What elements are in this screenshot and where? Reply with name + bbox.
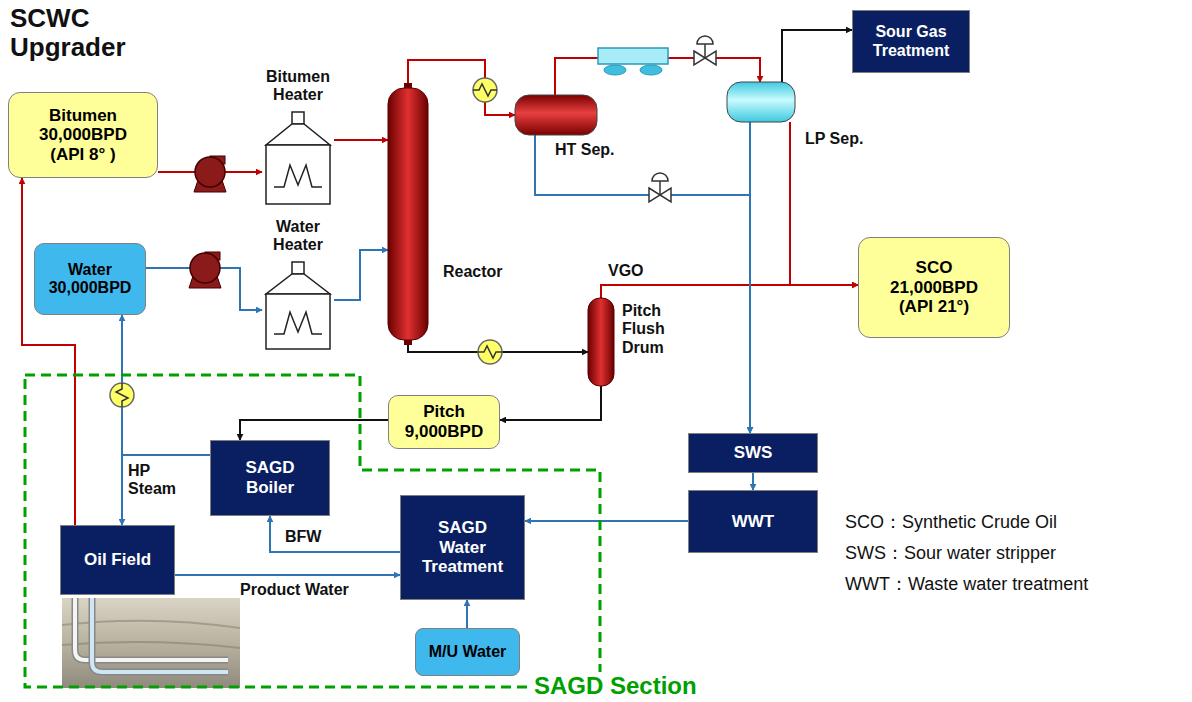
process-box: SAGD Water Treatment [400, 495, 525, 600]
flow-line [334, 139, 388, 141]
flow-line [270, 516, 400, 552]
heat-exchanger-symbol [478, 340, 502, 364]
equipment-label: HT Sep. [555, 141, 635, 159]
flow-line [500, 386, 601, 420]
process-box: WWT [688, 490, 818, 553]
box-label: SCO 21,000BPD (API 21°) [879, 258, 989, 317]
flow-label: VGO [608, 262, 668, 280]
flow-line [752, 473, 754, 490]
heat-exchanger-symbol [110, 383, 134, 407]
flow-line [122, 315, 210, 455]
reactor-column-outline [388, 88, 428, 340]
feed-box: Water 30,000BPD [34, 243, 146, 315]
flow-line [22, 178, 75, 525]
separator-drum: HT Sep. [515, 95, 597, 135]
box-label: SAGD Boiler [227, 458, 313, 497]
flow-label: Product Water [240, 581, 380, 599]
pump-symbol [194, 156, 226, 192]
process-box: SAGD Boiler [210, 440, 330, 516]
flow-line [601, 285, 858, 298]
reactor-column: Reactor [388, 88, 428, 340]
box-label: M/U Water [429, 643, 507, 661]
separator-drum-outline [515, 95, 597, 135]
separator-drum-outline [727, 82, 795, 122]
product-box: SCO 21,000BPD (API 21°) [858, 237, 1010, 338]
flow-line [535, 135, 750, 433]
fired-heater-outline [262, 112, 334, 205]
abbreviation-note: SCO：Synthetic Crude Oil [845, 510, 1057, 534]
box-label: Pitch 9,000BPD [397, 402, 491, 441]
flush-drum-outline [588, 298, 614, 386]
flow-line [525, 520, 688, 522]
equipment-label: Bitumen Heater [253, 68, 343, 105]
heat-exchanger-symbol [473, 78, 497, 102]
abbreviation-note: SWS：Sour water stripper [845, 541, 1056, 565]
separator-drum: LP Sep. [727, 82, 795, 122]
process-box: SWS [688, 433, 818, 473]
process-box: Oil Field [60, 525, 175, 595]
box-label: Water 30,000BPD [42, 261, 138, 298]
box-label: Bitumen 30,000BPD (API 8° ) [29, 106, 137, 165]
fired-heater-outline [262, 262, 334, 350]
feed-box: Bitumen 30,000BPD (API 8° ) [8, 92, 158, 178]
flow-label: BFW [285, 528, 345, 546]
box-label: Oil Field [84, 550, 151, 570]
flow-line [749, 122, 751, 433]
flow-line [122, 455, 210, 525]
box-label: WWT [732, 512, 774, 532]
abbreviation-note: WWT：Waste water treatment [845, 572, 1088, 596]
feed-box: M/U Water [415, 628, 520, 676]
process-box: Sour Gas Treatment [852, 10, 970, 73]
equipment-label: LP Sep. [805, 130, 885, 148]
oil-field-illustration [62, 598, 240, 688]
flow-line [175, 574, 400, 576]
section-label: SAGD Section [530, 672, 701, 700]
pump-symbol [189, 252, 221, 288]
flow-line [240, 420, 388, 440]
valve-symbol [694, 36, 716, 65]
diagram-title: SCWC Upgrader [10, 4, 150, 61]
flow-line [782, 30, 852, 82]
box-label: SWS [734, 443, 773, 463]
equipment-label: Reactor [443, 263, 523, 281]
fired-heater: Bitumen Heater [262, 112, 334, 205]
box-label: Sour Gas Treatment [861, 23, 961, 60]
product-box: Pitch 9,000BPD [388, 395, 500, 449]
equipment-label: Pitch Flush Drum [622, 302, 682, 357]
equipment-label: Water Heater [253, 218, 343, 255]
air-cooler-symbol [598, 48, 668, 75]
valve-symbol [649, 173, 671, 202]
fired-heater: Water Heater [262, 262, 334, 350]
box-label: SAGD Water Treatment [417, 518, 508, 577]
flow-line [466, 600, 468, 628]
flow-line [334, 250, 388, 300]
flow-label: HP Steam [128, 462, 190, 499]
flush-drum: Pitch Flush Drum [588, 298, 614, 386]
